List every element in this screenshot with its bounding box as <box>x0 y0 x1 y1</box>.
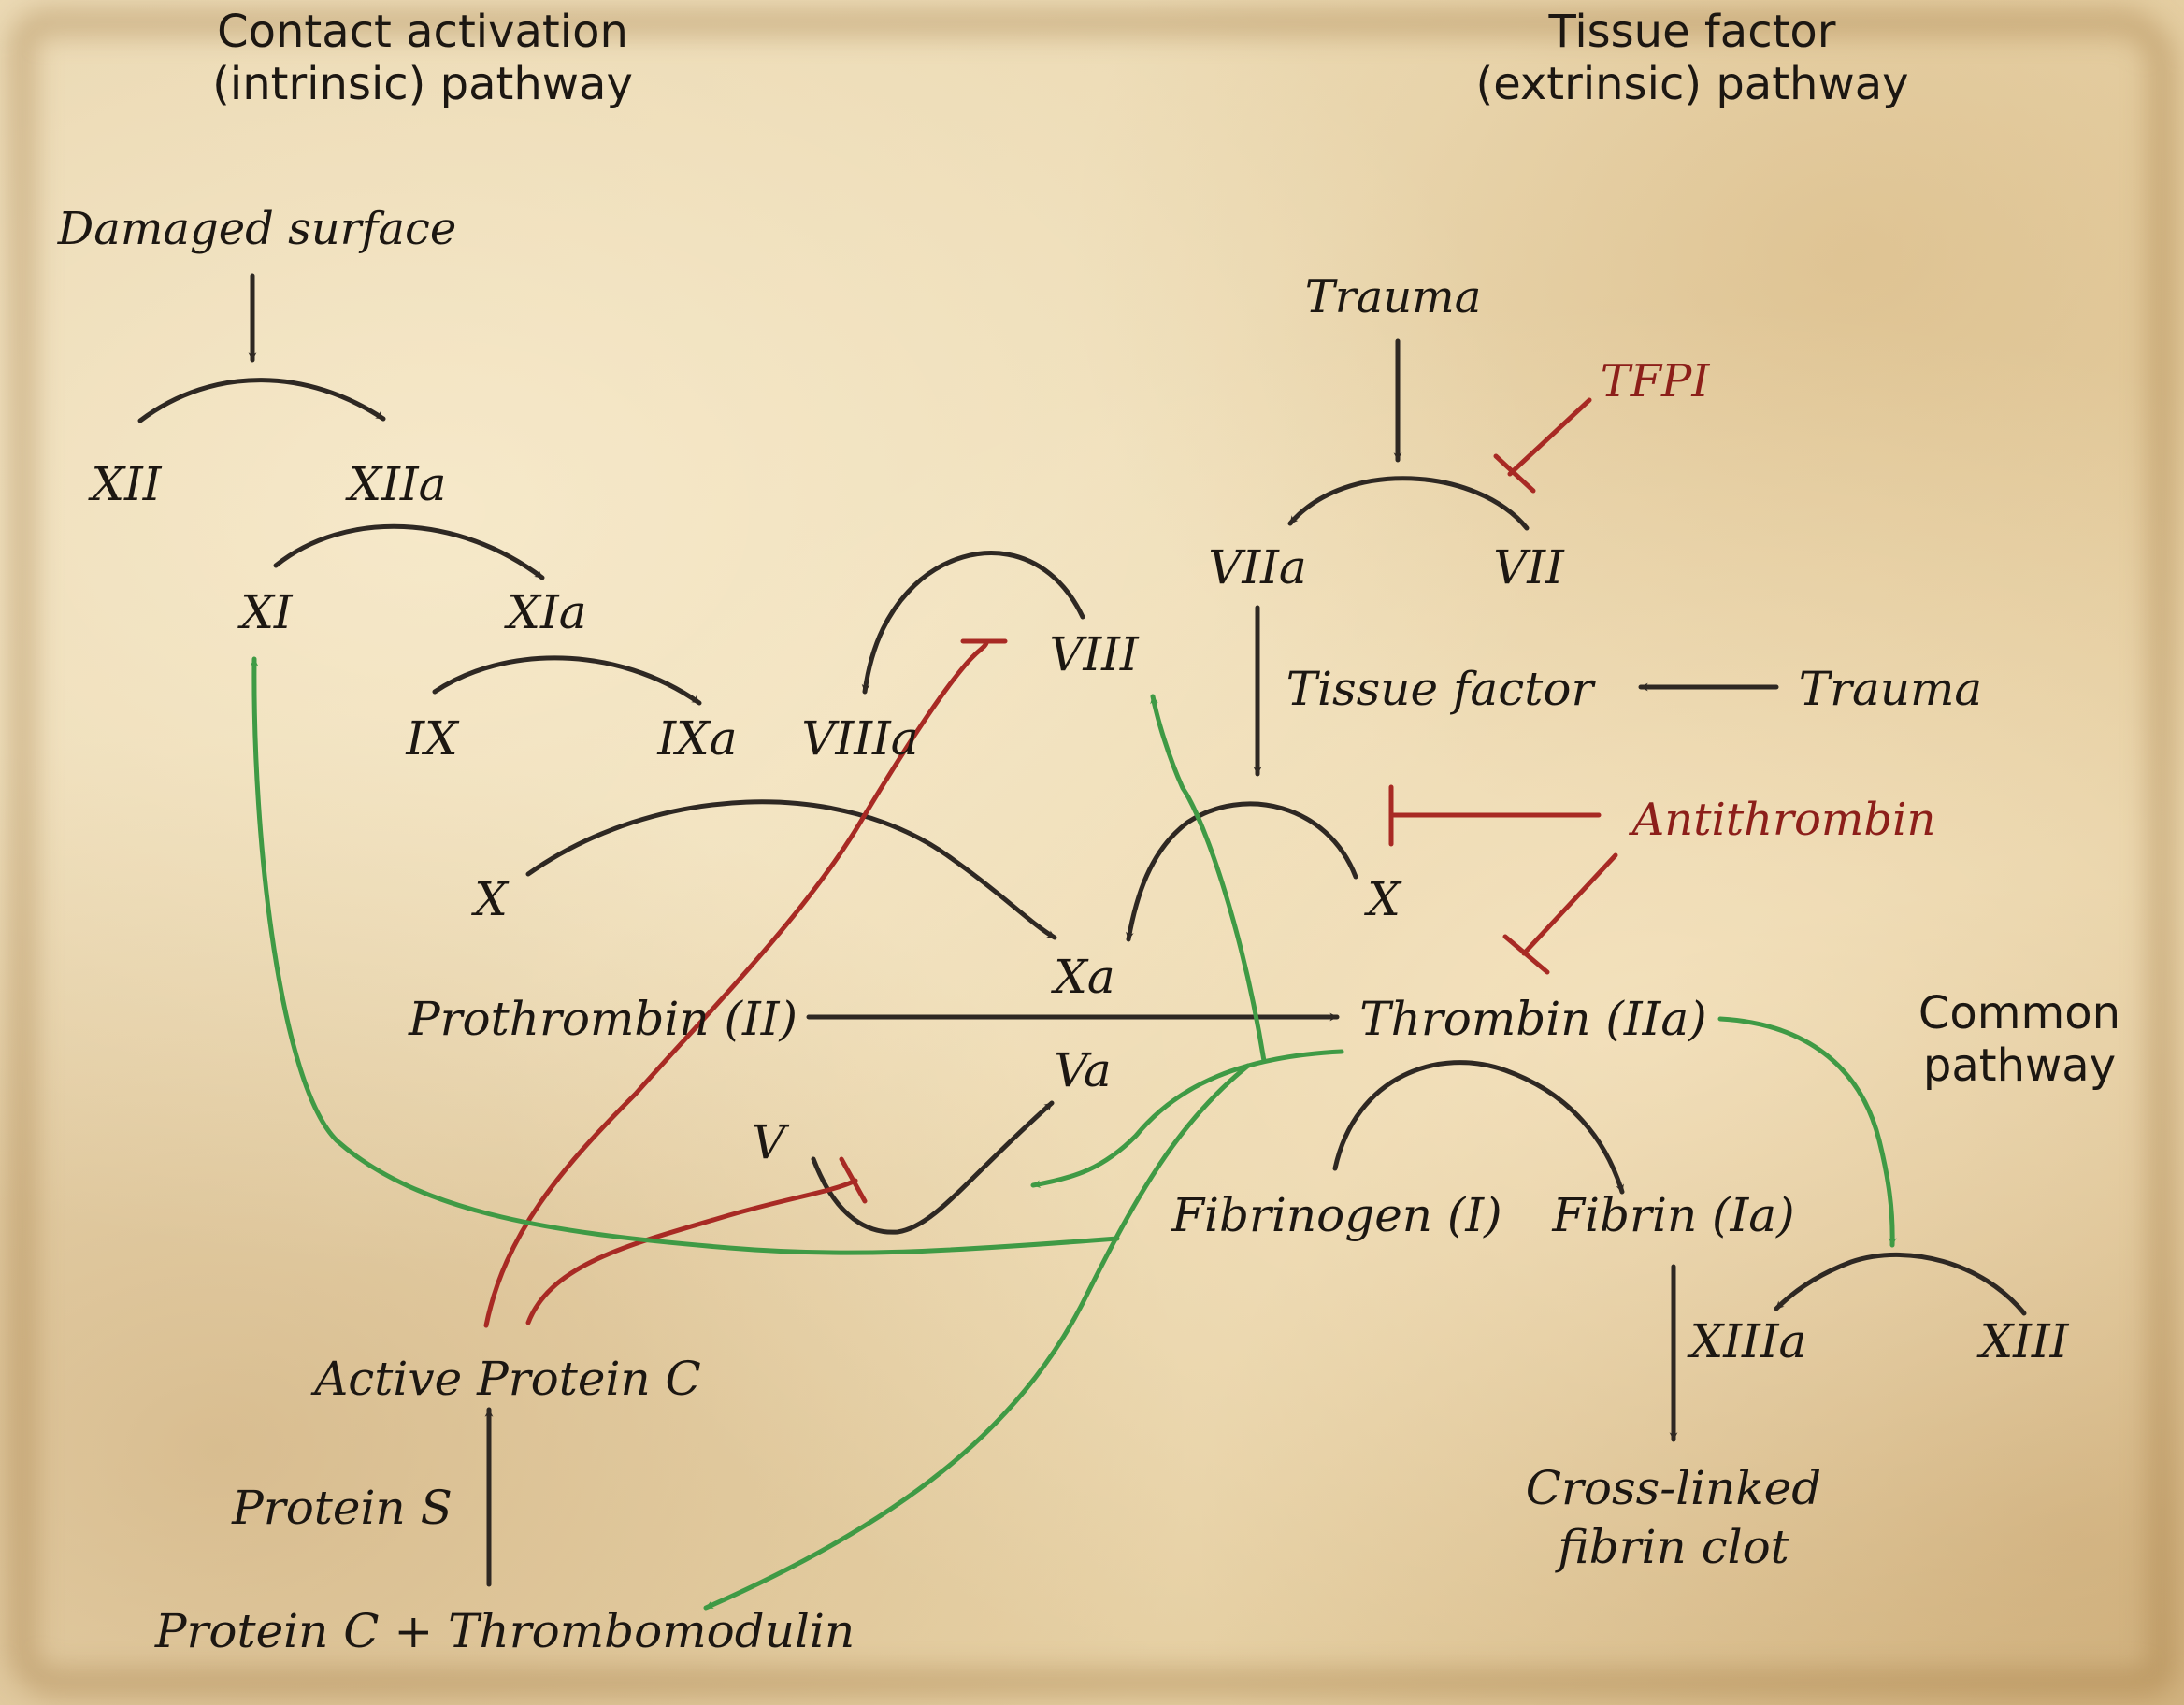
node-xiii: XIII <box>1979 1314 2069 1368</box>
node-damaged-surface: Damaged surface <box>57 203 457 255</box>
node-viii: VIII <box>1049 627 1139 681</box>
arrow-x-to-xa-intrinsic <box>525 799 1057 940</box>
node-tissue-factor: Tissue factor <box>1286 662 1594 716</box>
heading-common-pathway: Common pathway <box>1918 987 2120 1092</box>
node-clot-line2: fibrin clot <box>1558 1520 1789 1574</box>
node-thrombin: Thrombin (IIa) <box>1359 992 1707 1046</box>
node-active-protein-c: Active Protein C <box>314 1352 701 1406</box>
node-vii: VII <box>1493 540 1564 595</box>
feedback-thrombin-to-xiii <box>1717 1016 1897 1248</box>
arrow-viii-to-viiia <box>861 551 1085 695</box>
node-xa: Xa <box>1054 950 1115 1004</box>
node-viiia: VIIIa <box>801 711 919 766</box>
node-ix: IX <box>406 711 458 766</box>
node-viia: VIIa <box>1208 540 1307 595</box>
inhibit-tfpi-vii-bar <box>1493 453 1536 494</box>
node-protein-c-thrombomodulin: Protein C + Thrombomodulin <box>154 1604 855 1658</box>
node-v: V <box>751 1115 786 1169</box>
node-xii: XII <box>91 457 162 511</box>
arrow-xi-to-xia <box>273 523 545 580</box>
heading-extrinsic-line1: Tissue factor <box>1548 6 1836 58</box>
node-tfpi: TFPI <box>1600 355 1710 408</box>
heading-extrinsic-line2: (extrinsic) pathway <box>1475 58 1909 110</box>
node-protein-s: Protein S <box>232 1481 453 1535</box>
inhibit-apc-v <box>525 1178 858 1325</box>
node-trauma-right: Trauma <box>1798 662 1983 716</box>
arrow-fibrinogen-to-fibrin <box>1332 1060 1625 1195</box>
node-fibrin: Fibrin (Ia) <box>1552 1188 1795 1242</box>
inhibit-antithrombin-thrombin <box>1521 852 1618 956</box>
node-antithrombin: Antithrombin <box>1631 794 1936 846</box>
feedback-thrombin-to-viii <box>1150 694 1267 1064</box>
node-va: Va <box>1054 1043 1112 1097</box>
node-clot-line1: Cross-linked <box>1525 1461 1822 1515</box>
node-ixa: IXa <box>657 711 738 766</box>
node-x-intrinsic: X <box>474 872 508 926</box>
arrow-xiii-to-xiiia <box>1774 1252 2027 1316</box>
inhibit-antithrombin-thrombin-bar <box>1502 934 1550 975</box>
node-xi: XI <box>240 585 293 639</box>
arrow-x-to-xa-extrinsic <box>1126 801 1358 942</box>
node-xia: XIa <box>507 585 587 639</box>
heading-intrinsic-line1: Contact activation <box>217 6 628 58</box>
heading-extrinsic-pathway: Tissue factor (extrinsic) pathway <box>1475 6 1908 110</box>
feedback-thrombin-to-protein-c <box>703 1063 1251 1611</box>
node-trauma-top: Trauma <box>1304 271 1482 323</box>
inhibit-apc-v-bar <box>839 1156 868 1204</box>
node-xiia: XIIa <box>348 457 447 511</box>
heading-intrinsic-pathway: Contact activation (intrinsic) pathway <box>212 6 633 110</box>
feedback-thrombin-to-va <box>1030 1049 1344 1188</box>
inhibit-tfpi-vii <box>1507 397 1592 477</box>
inhibit-apc-viii <box>483 640 989 1328</box>
arrow-xii-to-xiia <box>137 378 386 423</box>
arrow-vii-to-viia <box>1287 476 1530 531</box>
heading-intrinsic-line2: (intrinsic) pathway <box>212 58 633 110</box>
heading-common-line2: pathway <box>1922 1039 2117 1092</box>
heading-common-line1: Common <box>1918 987 2121 1039</box>
node-xiiia: XIIIa <box>1689 1314 1807 1368</box>
feedback-thrombin-to-xi <box>250 656 1120 1255</box>
node-prothrombin: Prothrombin (II) <box>409 992 797 1046</box>
node-x-extrinsic: X <box>1367 872 1401 926</box>
arrow-ix-to-ixa <box>432 655 702 706</box>
node-fibrinogen: Fibrinogen (I) <box>1171 1188 1502 1242</box>
arrow-v-to-va-main <box>811 1100 1055 1235</box>
